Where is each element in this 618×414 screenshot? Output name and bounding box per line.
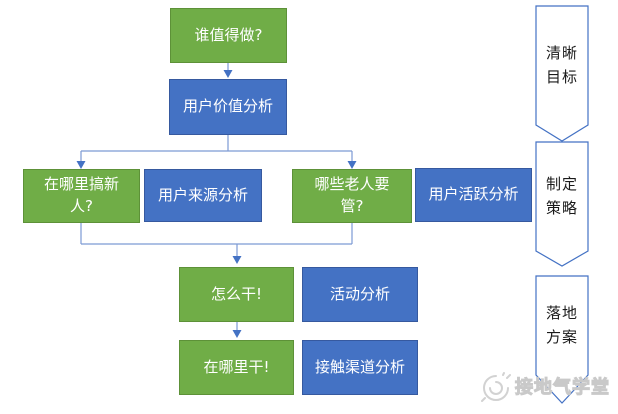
watermark-logo-icon <box>481 372 511 402</box>
node-user-activity-analysis: 用户活跃分析 <box>415 168 532 222</box>
arrowhead-icon <box>347 161 357 169</box>
stage-label-clear-goals: 清晰 目标 <box>545 44 578 86</box>
banner-pennant-shape <box>535 275 589 404</box>
arrowhead-icon <box>223 70 233 78</box>
node-who-is-worth-doing: 谁值得做? <box>170 8 287 63</box>
node-where-to-get-new-users: 在哪里搞新 人? <box>23 169 140 223</box>
node-where-to-do-it: 在哪里干! <box>179 340 294 395</box>
arrowhead-icon <box>232 256 242 264</box>
watermark-text: 接地气学堂 <box>515 377 610 399</box>
banner-pennant-shape <box>535 141 589 267</box>
connector-merge <box>80 223 353 257</box>
stage-banner-formulate-strategy: 制定 策略 <box>535 141 589 267</box>
stage-label-formulate-strategy: 制定 策略 <box>545 175 578 217</box>
connector-split <box>80 135 353 162</box>
arrowhead-icon <box>232 330 242 338</box>
node-activity-analysis: 活动分析 <box>302 267 418 322</box>
stage-banner-clear-goals: 清晰 目标 <box>535 5 589 142</box>
node-user-value-analysis: 用户价值分析 <box>169 79 287 135</box>
node-which-old-users-to-manage: 哪些老人要 管? <box>292 169 412 223</box>
arrowhead-icon <box>76 161 86 169</box>
stage-banner-implementation-plan: 落地 方案 <box>535 275 589 405</box>
node-contact-channel-analysis: 接触渠道分析 <box>302 340 418 395</box>
node-how-to-do-it: 怎么干! <box>179 267 294 322</box>
stage-label-implementation-plan: 落地 方案 <box>545 304 578 346</box>
node-user-source-analysis: 用户来源分析 <box>144 169 262 222</box>
banner-pennant-shape <box>535 5 589 142</box>
